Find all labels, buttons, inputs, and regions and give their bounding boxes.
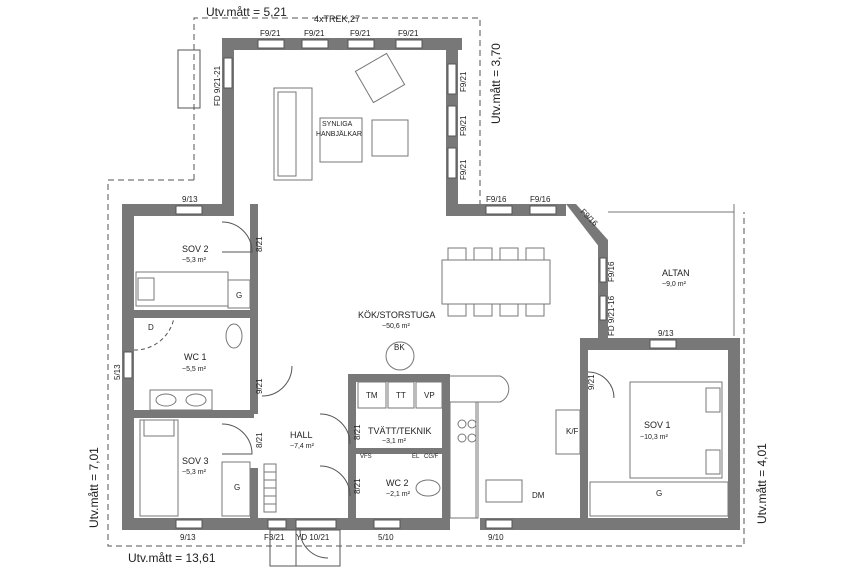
door-swings <box>133 221 615 559</box>
window-label: 9/13 <box>180 533 196 542</box>
ceiling-note-1: SYNLIGA <box>322 121 353 128</box>
window-label: F9/21 <box>304 29 325 38</box>
door-label: 8/21 <box>255 432 264 448</box>
window-marks <box>123 39 677 529</box>
fixture-el: EL <box>412 454 420 460</box>
window-label: 9/10 <box>488 533 504 542</box>
door-label: 9/21 <box>255 378 264 394</box>
dim-left: Utv.mått = 7,01 <box>87 447 101 528</box>
window-label: 5/10 <box>378 533 394 542</box>
door-label: 9/21 <box>587 374 596 390</box>
window-label: F9/21 <box>398 29 419 38</box>
fixture-g-sov2: G <box>236 291 242 300</box>
dim-right-lower: Utv.mått = 4,01 <box>755 443 769 524</box>
room-area-sov2: ~5,3 m² <box>182 257 207 264</box>
room-area-sov3: ~5,3 m² <box>182 469 207 476</box>
window-label: F9/16 <box>486 195 507 204</box>
room-name-hall: HALL <box>290 430 313 440</box>
fixture-tm: TM <box>366 391 378 400</box>
window-label: FD 9/21-21 <box>213 65 222 106</box>
window-label: 5/13 <box>113 364 122 380</box>
fixture-labels: TM TT VP BK K/F DM G G G D VFS EL CG/F <box>148 291 662 500</box>
dim-top-note: 4xTREK,27 <box>314 14 360 24</box>
dim-right-upper: Utv.mått = 3,70 <box>489 43 503 124</box>
room-name-sov1: SOV 1 <box>644 420 671 430</box>
dim-bottom: Utv.mått = 13,61 <box>128 551 216 565</box>
furniture <box>135 52 735 519</box>
fixture-vfs: VFS <box>360 454 372 460</box>
window-label: F3/21 <box>264 533 285 542</box>
room-area-wc2: ~2,1 m² <box>386 491 411 498</box>
fixture-g-sov1: G <box>656 489 662 498</box>
door-label: 8/21 <box>353 478 362 494</box>
room-name-wc2: WC 2 <box>386 478 409 488</box>
door-label: 8/21 <box>353 424 362 440</box>
room-name-altan: ALTAN <box>662 268 690 278</box>
fixture-dm: DM <box>532 491 545 500</box>
room-area-tvatt: ~3,1 m² <box>382 438 407 445</box>
room-area-sov1: ~10,3 m² <box>640 434 668 441</box>
window-label: F9/21 <box>459 159 468 180</box>
window-label: F9/21 <box>459 71 468 92</box>
room-area-wc1: ~5,5 m² <box>182 366 207 373</box>
room-name-sov2: SOV 2 <box>182 244 209 254</box>
dim-top: Utv.mått = 5,21 <box>206 5 287 19</box>
window-label: YD 10/21 <box>296 533 330 542</box>
room-name-sov3: SOV 3 <box>182 456 209 466</box>
entry-step <box>177 49 341 567</box>
fixture-d: D <box>148 323 154 332</box>
room-area-altan: ~9,0 m² <box>662 281 687 288</box>
room-name-kok: KÖK/STORSTUGA <box>358 310 435 320</box>
window-label: 9/13 <box>182 195 198 204</box>
door-label: 8/21 <box>255 236 264 252</box>
fixture-cgf: CG/F <box>424 454 439 460</box>
room-area-hall: ~7,4 m² <box>290 443 315 450</box>
window-label: F9/16 <box>607 261 616 282</box>
room-area-kok: ~50,6 m² <box>382 323 410 330</box>
room-labels: SOV 2 ~5,3 m² WC 1 ~5,5 m² SOV 3 ~5,3 m²… <box>182 121 690 498</box>
ceiling-note-2: HANBJÄLKAR <box>316 130 362 138</box>
fixture-tt: TT <box>396 391 406 400</box>
fixture-kf: K/F <box>566 427 579 436</box>
room-name-wc1: WC 1 <box>184 352 207 362</box>
window-label: F9/21 <box>260 29 281 38</box>
window-label: F9/16 <box>530 195 551 204</box>
window-label: F9/21 <box>459 115 468 136</box>
dimension-lines <box>107 17 745 547</box>
door-labels: 8/21 9/21 8/21 8/21 8/21 9/21 <box>255 236 596 494</box>
room-name-tvatt: TVÄTT/TEKNIK <box>368 426 432 436</box>
fixture-bk: BK <box>394 343 405 352</box>
window-label: 9/13 <box>658 329 674 338</box>
window-label: F9/21 <box>350 29 371 38</box>
fixture-g-sov3: G <box>234 483 240 492</box>
window-label: FD 9/21-16 <box>607 295 616 336</box>
fixture-vp: VP <box>424 391 435 400</box>
